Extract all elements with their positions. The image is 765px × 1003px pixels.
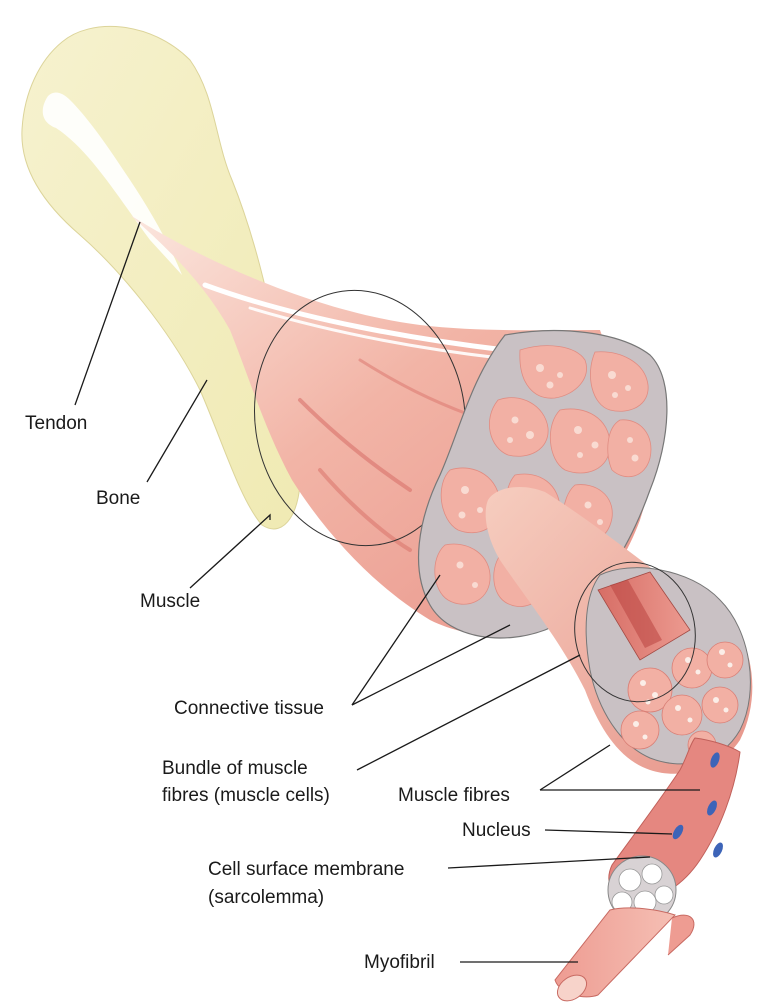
label-membrane-line1: Cell surface membrane [208,859,404,880]
label-bone: Bone [96,488,140,509]
label-myofibril: Myofibril [364,952,435,973]
label-muscle: Muscle [140,591,200,612]
muscle-fibre-cell [553,738,740,1003]
label-bundle-line1: Bundle of muscle [162,758,308,779]
label-nucleus: Nucleus [462,820,531,841]
label-tendon: Tendon [25,413,87,434]
label-muscle-fibres: Muscle fibres [398,785,510,806]
bone [22,26,300,529]
label-membrane-line2: (sarcolemma) [208,887,324,908]
label-connective-tissue: Connective tissue [174,698,324,719]
label-bundle-line2: fibres (muscle cells) [162,785,330,806]
